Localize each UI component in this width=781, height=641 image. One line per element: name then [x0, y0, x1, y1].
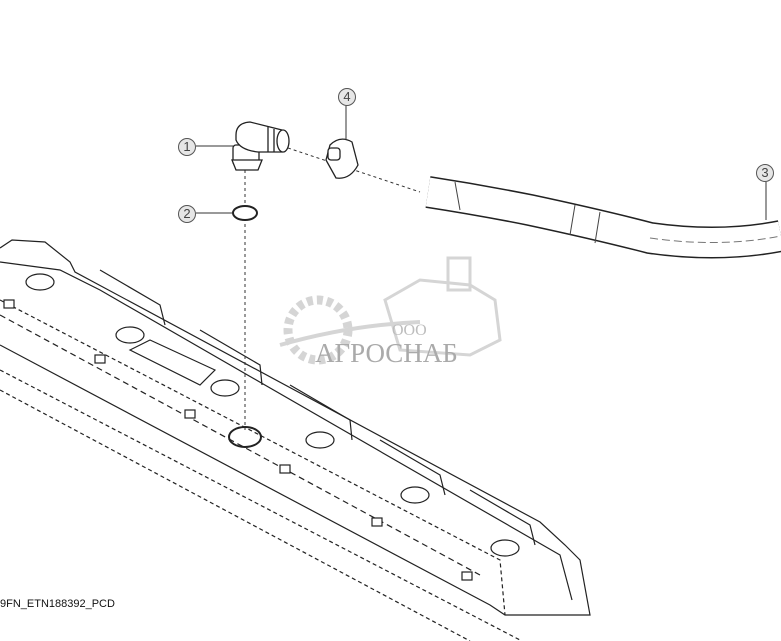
- hose: [425, 176, 781, 259]
- leader-lines: [196, 106, 767, 220]
- callout-1[interactable]: 1: [178, 138, 196, 156]
- callout-3[interactable]: 3: [756, 164, 774, 182]
- figure-id: 9FN_ETN188392_PCD: [0, 598, 115, 610]
- elbow-fitting: [231, 121, 290, 171]
- callout-4[interactable]: 4: [338, 88, 356, 106]
- watermark-logo: [279, 256, 502, 365]
- hose-clamp: [325, 138, 359, 179]
- assembly-lines: [244, 147, 421, 430]
- o-ring: [232, 205, 258, 221]
- watermark-name: АГРОСНАБ: [315, 338, 458, 368]
- callout-2[interactable]: 2: [178, 205, 196, 223]
- valve-cover: [0, 239, 591, 641]
- watermark-prefix: ООО: [392, 322, 427, 339]
